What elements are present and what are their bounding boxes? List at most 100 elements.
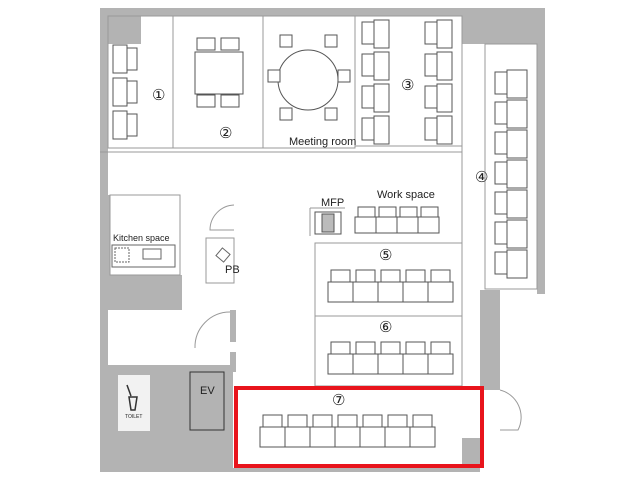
chair: [494, 131, 508, 155]
desk: [112, 44, 128, 74]
kitchen-counter: [111, 244, 176, 268]
desk: [194, 51, 244, 95]
desk: [373, 51, 390, 81]
desk: [506, 159, 528, 189]
chair: [361, 117, 375, 141]
desk: [284, 426, 311, 448]
chair: [420, 206, 439, 218]
chair: [412, 414, 433, 428]
chair: [220, 37, 240, 51]
room-3-label: ③: [401, 77, 414, 94]
desk: [436, 19, 453, 49]
mfp-machine: [314, 211, 342, 235]
chair: [494, 251, 508, 275]
chair: [337, 69, 351, 83]
chair: [494, 161, 508, 185]
desk: [354, 216, 377, 234]
room-7-label: ⑦: [332, 392, 345, 409]
chair: [196, 37, 216, 51]
desk: [373, 19, 390, 49]
chair: [267, 69, 281, 83]
desk: [436, 83, 453, 113]
desk: [417, 216, 440, 234]
pb-label: PB: [225, 264, 240, 276]
desk: [506, 99, 528, 129]
desk: [334, 426, 361, 448]
desk: [409, 426, 436, 448]
meeting-room-label: Meeting room: [289, 136, 356, 148]
desk: [506, 249, 528, 279]
desk: [377, 281, 404, 303]
room-4-label: ④: [475, 169, 488, 186]
doors: [194, 204, 522, 431]
chair: [424, 117, 438, 141]
desk: [377, 353, 404, 375]
chair: [355, 341, 376, 355]
desk: [352, 281, 379, 303]
chair: [126, 80, 138, 104]
chair: [399, 206, 418, 218]
room-5-label: ⑤: [379, 247, 392, 264]
chair: [361, 21, 375, 45]
chair: [196, 94, 216, 108]
chair: [380, 269, 401, 283]
chair: [324, 107, 338, 121]
desk: [112, 77, 128, 107]
chair: [361, 53, 375, 77]
desk: [427, 353, 454, 375]
desk: [359, 426, 386, 448]
desk: [373, 83, 390, 113]
chair: [494, 191, 508, 215]
desk: [352, 353, 379, 375]
desk: [112, 110, 128, 140]
chair: [380, 341, 401, 355]
chair: [279, 34, 293, 48]
chair: [330, 341, 351, 355]
chair: [430, 341, 451, 355]
chair: [220, 94, 240, 108]
room-7-highlight[interactable]: [234, 386, 484, 468]
desk: [402, 353, 429, 375]
desk: [373, 115, 390, 145]
work-space-label: Work space: [377, 189, 435, 201]
chair: [279, 107, 293, 121]
desk: [506, 69, 528, 99]
chair: [405, 269, 426, 283]
chair: [424, 21, 438, 45]
chair: [361, 85, 375, 109]
ev-label: EV: [200, 385, 215, 397]
desk: [436, 51, 453, 81]
chair: [126, 47, 138, 71]
chair: [424, 85, 438, 109]
mfp-label: MFP: [321, 197, 344, 209]
desk: [375, 216, 398, 234]
chair: [405, 341, 426, 355]
chair: [378, 206, 397, 218]
chair: [312, 414, 333, 428]
toilet-label: TOILET: [125, 414, 142, 420]
chair: [430, 269, 451, 283]
room-1-label: ①: [152, 87, 165, 104]
desk: [327, 281, 354, 303]
chair: [337, 414, 358, 428]
desk: [427, 281, 454, 303]
desk: [309, 426, 336, 448]
chair: [355, 269, 376, 283]
kitchen-space-label: Kitchen space: [113, 233, 170, 243]
desk: [506, 219, 528, 249]
room-2-label: ②: [219, 125, 232, 142]
chair: [262, 414, 283, 428]
desk: [396, 216, 419, 234]
chair: [494, 101, 508, 125]
chair: [324, 34, 338, 48]
pb-box: [215, 247, 231, 263]
desk: [506, 189, 528, 219]
desk: [402, 281, 429, 303]
furniture: [112, 19, 528, 448]
meeting-table: [277, 49, 339, 111]
room-6-label: ⑥: [379, 319, 392, 336]
room-outlines: [100, 15, 538, 431]
desk: [384, 426, 411, 448]
chair: [494, 221, 508, 245]
